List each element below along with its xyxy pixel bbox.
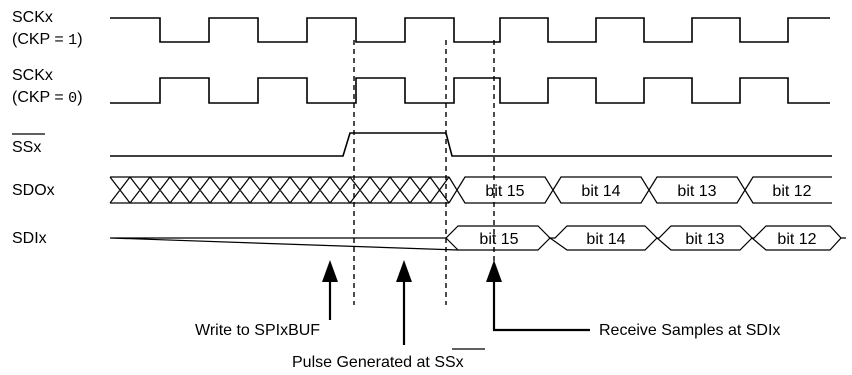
- sdo-data-cells: [448, 176, 832, 204]
- sdo-bit-13: bit 13: [677, 183, 716, 200]
- receive-annotation: Receive Samples at SDIx: [599, 322, 780, 339]
- write-arrowhead: [322, 260, 338, 282]
- sdo-bus: bit 15 bit 14 bit 13 bit 12: [109, 176, 832, 204]
- sdi-bit-15: bit 15: [479, 231, 518, 248]
- write-arrow: [322, 260, 338, 320]
- write-annotation: Write to SPIxBUF: [195, 322, 320, 339]
- sck-ckp0-condition: (CKP = 0): [12, 89, 83, 107]
- sdi-label: SDIx: [12, 230, 47, 247]
- sdi-bus: bit 15 bit 14 bit 13 bit 12: [109, 225, 846, 251]
- sdo-label: SDOx: [12, 182, 55, 199]
- sck-ckp0-waveform: [110, 77, 830, 104]
- pulse-arrowhead: [396, 260, 412, 282]
- sdo-bit-15: bit 15: [485, 183, 524, 200]
- ss-label: SSx: [12, 139, 41, 156]
- pulse-arrow: [396, 260, 412, 345]
- pulse-annotation: Pulse Generated at SSx: [292, 354, 464, 371]
- receive-arrow-shaft: [492, 280, 590, 332]
- sdi-bit-12: bit 12: [777, 231, 816, 248]
- sck-ckp1-waveform: [110, 17, 830, 43]
- sck-ckp1-label: SCKx: [12, 9, 53, 26]
- sdi-data-cells: [109, 225, 846, 251]
- sdo-undefined-hatch: [109, 176, 450, 204]
- ss-waveform: [110, 132, 832, 157]
- sdi-first-edge: [445, 237, 459, 251]
- receive-arrowhead: [486, 260, 502, 282]
- sdo-bit-14: bit 14: [581, 183, 620, 200]
- sdo-bit-12: bit 12: [772, 183, 811, 200]
- sck-ckp1-condition: (CKP = 1): [12, 31, 83, 49]
- receive-arrow: [486, 260, 590, 332]
- sdi-bit-13: bit 13: [685, 231, 724, 248]
- sck-ckp0-label: SCKx: [12, 67, 53, 84]
- sdi-bit-14: bit 14: [586, 231, 625, 248]
